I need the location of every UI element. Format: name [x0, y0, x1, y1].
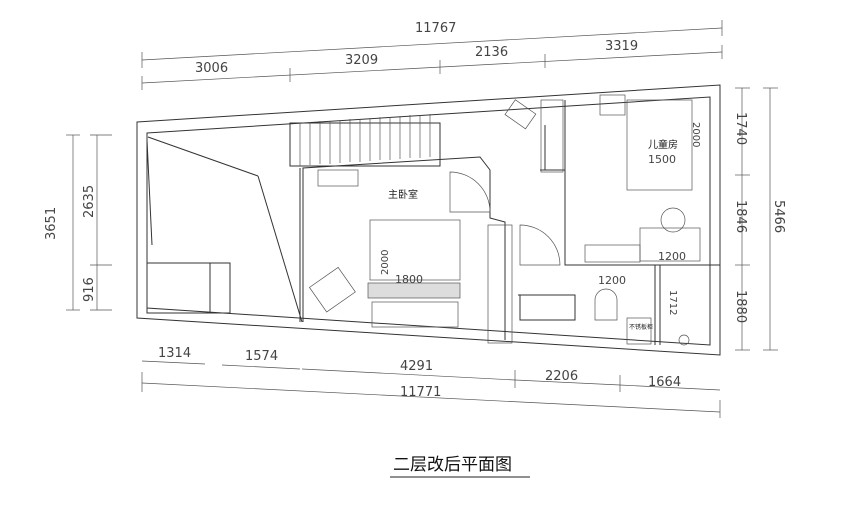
dim-bottom-3: 4291 — [400, 359, 433, 374]
appliance-label: 不锈板柜 — [629, 323, 653, 331]
furniture — [308, 94, 701, 346]
dim-kids-bed-width: 1500 — [648, 153, 676, 166]
kids-bed — [626, 99, 693, 191]
dim-right-total: 5466 — [771, 200, 786, 233]
dim-top-1: 3006 — [195, 61, 228, 76]
dim-top-total: 11767 — [415, 21, 456, 36]
left-dimensions — [66, 134, 112, 311]
dim-right-2: 1846 — [733, 200, 748, 233]
dim-desk-width: 1200 — [658, 250, 686, 263]
toilet — [594, 288, 618, 321]
dim-bottom-4: 2206 — [545, 369, 578, 384]
stair-treads — [299, 99, 564, 344]
drawing-title: 二层改后平面图 — [393, 455, 512, 475]
room-label-master-bedroom: 主卧室 — [388, 188, 418, 201]
bench — [367, 282, 461, 299]
dim-top-2: 3209 — [345, 53, 378, 68]
dim-kids-bed-length: 2000 — [690, 122, 701, 147]
dresser — [317, 169, 359, 187]
dim-bottom-2: 1574 — [245, 349, 278, 364]
dim-top-4: 3319 — [605, 39, 638, 54]
dim-bottom-5: 1664 — [648, 375, 681, 390]
desk-chair — [660, 207, 686, 233]
dim-right-1: 1740 — [733, 112, 748, 145]
nightstand — [599, 94, 626, 116]
room-label-kids-room: 儿童房 — [648, 138, 678, 151]
master-bed — [369, 219, 461, 281]
dim-cabinet-width: 1200 — [598, 274, 626, 287]
dim-right-3: 1880 — [733, 290, 748, 323]
armchair — [308, 266, 356, 313]
floor-drain — [678, 334, 690, 346]
wardrobe — [371, 301, 459, 328]
dim-left-2: 916 — [82, 277, 97, 302]
top-dimensions — [141, 20, 723, 90]
dim-master-bed-width: 1800 — [395, 273, 423, 286]
dim-bottom-total: 11771 — [400, 385, 441, 400]
dim-bottom-1: 1314 — [158, 346, 191, 361]
dim-left-1: 2635 — [82, 185, 97, 218]
cabinet — [584, 244, 641, 263]
staircase — [289, 122, 441, 167]
desk — [639, 227, 701, 262]
dim-top-3: 2136 — [475, 45, 508, 60]
dim-left-total: 3651 — [44, 207, 59, 240]
washing-machine — [626, 317, 652, 345]
right-dimensions — [735, 87, 778, 351]
dim-master-bed-length: 2000 — [380, 250, 391, 275]
bottom-dimensions — [141, 360, 721, 418]
chair — [504, 99, 537, 130]
walls — [136, 84, 721, 356]
dim-bath-depth: 1712 — [667, 290, 678, 315]
